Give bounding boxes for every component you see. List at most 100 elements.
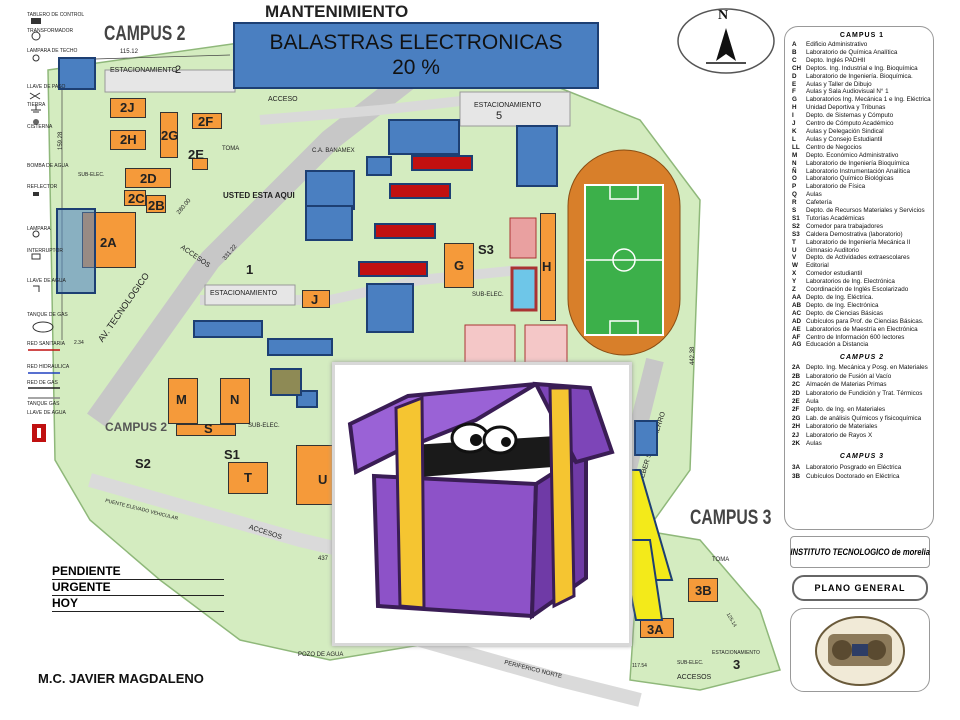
- compass-icon: [677, 8, 775, 74]
- status-pendiente: PENDIENTE: [52, 564, 224, 580]
- highlight-b7[interactable]: [193, 320, 263, 338]
- highlight-red-2[interactable]: [389, 183, 451, 199]
- label-2c: 2C: [128, 191, 145, 206]
- highlight-b5[interactable]: [516, 125, 558, 187]
- highlight-b6[interactable]: [366, 283, 414, 333]
- legend-description: Centro de Información 600 lectores: [806, 333, 905, 341]
- pupil-left: [470, 434, 482, 446]
- highlight-b4[interactable]: [305, 205, 353, 241]
- logo-wheel-2: [866, 640, 886, 660]
- highlight-b8[interactable]: [267, 338, 333, 356]
- legend-code: S1: [792, 214, 800, 222]
- sports-court-2: [464, 324, 516, 366]
- highlight-b1[interactable]: [388, 119, 460, 155]
- legend-row: X Comedor estudiantil: [792, 270, 932, 278]
- pupil-right: [501, 437, 511, 447]
- subelec-label-1: SUB-ELEC.: [78, 172, 105, 178]
- building-2e: [192, 158, 208, 170]
- legend-code: P: [792, 183, 797, 191]
- highlight-b2[interactable]: [366, 156, 392, 176]
- legend-code: E: [792, 80, 797, 88]
- legend-description: Laboratorios de Maestría en Electrónica: [806, 325, 918, 333]
- legend-row: 2A Depto. Ing. Mecánica y Posg. en Materi…: [792, 364, 932, 372]
- building-j: [302, 290, 330, 308]
- field-goal-top: [609, 184, 639, 200]
- road-av-tecnologico: [87, 61, 427, 427]
- legend-description: Coordinación de Inglés Escolarizado: [806, 286, 909, 294]
- building-2f: [192, 113, 222, 129]
- legend-tanque-gas: TANQUE DE GAS: [27, 312, 68, 318]
- highlight-2a-area[interactable]: [56, 208, 96, 294]
- legend-description: Aulas: [806, 191, 822, 199]
- building-s: [176, 424, 236, 436]
- legend-code: N: [792, 159, 797, 167]
- legend-code: S3: [792, 230, 800, 238]
- label-2e: 2E: [188, 147, 204, 162]
- highlight-red-1[interactable]: [411, 155, 473, 171]
- building-2j: [110, 98, 146, 118]
- legend-description: Aulas: [806, 440, 822, 447]
- subelec-label-4: SUB-ELEC.: [677, 660, 704, 666]
- legend-description: Laboratorio de Ingeniería Bioquímica: [806, 159, 910, 167]
- legend-description: Laboratorio Químico Biológicas: [806, 175, 894, 183]
- legend-tanque-gas-2: TANQUE GAS: [27, 401, 60, 407]
- legend-description: Comedor estudiantil: [806, 270, 863, 278]
- legend-description: Depto. de Actividades extraescolares: [806, 254, 910, 262]
- legend-code: K: [792, 127, 797, 135]
- subelec-label-3: SUB-ELEC.: [248, 423, 280, 429]
- legend-code: LL: [792, 143, 800, 151]
- status-urgente: URGENTE: [52, 580, 224, 596]
- highlight-2j-roof[interactable]: [58, 57, 96, 90]
- label-2d: 2D: [140, 171, 157, 186]
- llave-agua-icon: [33, 285, 40, 292]
- compass-needle: [716, 28, 736, 61]
- building-m: [168, 378, 198, 424]
- legend-code: X: [792, 270, 797, 278]
- legend-description: Laboratorios Ing. Mecánica 1 e Ing. Eléc…: [806, 96, 931, 104]
- legend-tablero: TABLERO DE CONTROL: [27, 12, 85, 18]
- pozo-de-agua-label: POZO DE AGUA: [298, 652, 344, 658]
- legend-lampara-techo: LAMPARA DE TECHO: [27, 48, 78, 54]
- legend-description: Comedor para trabajadores: [806, 222, 884, 230]
- label-2b: 2B: [148, 198, 165, 213]
- legend-code: 2A: [792, 364, 801, 372]
- logo-box: [790, 608, 930, 692]
- label-s2: S2: [135, 456, 151, 471]
- label-s3: S3: [478, 242, 494, 257]
- legend-description: Caldera Demostrativa (laboratorio): [806, 230, 903, 238]
- label-2g: 2G: [161, 128, 179, 143]
- legend-code: W: [792, 262, 798, 270]
- legend-description: Laboratorios de Ing. Electrónica: [806, 278, 895, 286]
- legend-code: AA: [792, 294, 802, 301]
- building-t: [228, 462, 268, 494]
- parking-1: [204, 284, 296, 306]
- dim-1: 115.12: [120, 49, 138, 55]
- legend-description: Cubículos para Prof. de Ciencias Básicas…: [806, 317, 924, 325]
- legend-code: 2G: [792, 414, 801, 422]
- legend-description: Aulas y Consejo Estudiantil: [806, 135, 883, 143]
- highlight-b10[interactable]: [634, 420, 658, 456]
- mystery-box-icon: [347, 381, 615, 620]
- building-g: [444, 243, 474, 288]
- label-2a: 2A: [100, 235, 117, 250]
- label-t: T: [244, 470, 252, 485]
- highlight-red-3[interactable]: [374, 223, 436, 239]
- legend-code: T: [792, 238, 796, 246]
- institution-box: INSTITUTO TECNOLOGICO de morelia: [790, 536, 930, 568]
- building-2g: [160, 112, 178, 158]
- legend-code: C: [792, 56, 797, 64]
- campus2-legend-rows: 2A Depto. Ing. Mecánica y Posg. en Materi…: [792, 364, 932, 448]
- legend-llave-agua-2: LLAVE DE AGUA: [27, 410, 66, 416]
- legend-description: Depto. Ing. Mecánica y Posg. en Material…: [806, 364, 928, 372]
- highlight-red-4[interactable]: [358, 261, 428, 277]
- highlight-olive[interactable]: [270, 368, 302, 396]
